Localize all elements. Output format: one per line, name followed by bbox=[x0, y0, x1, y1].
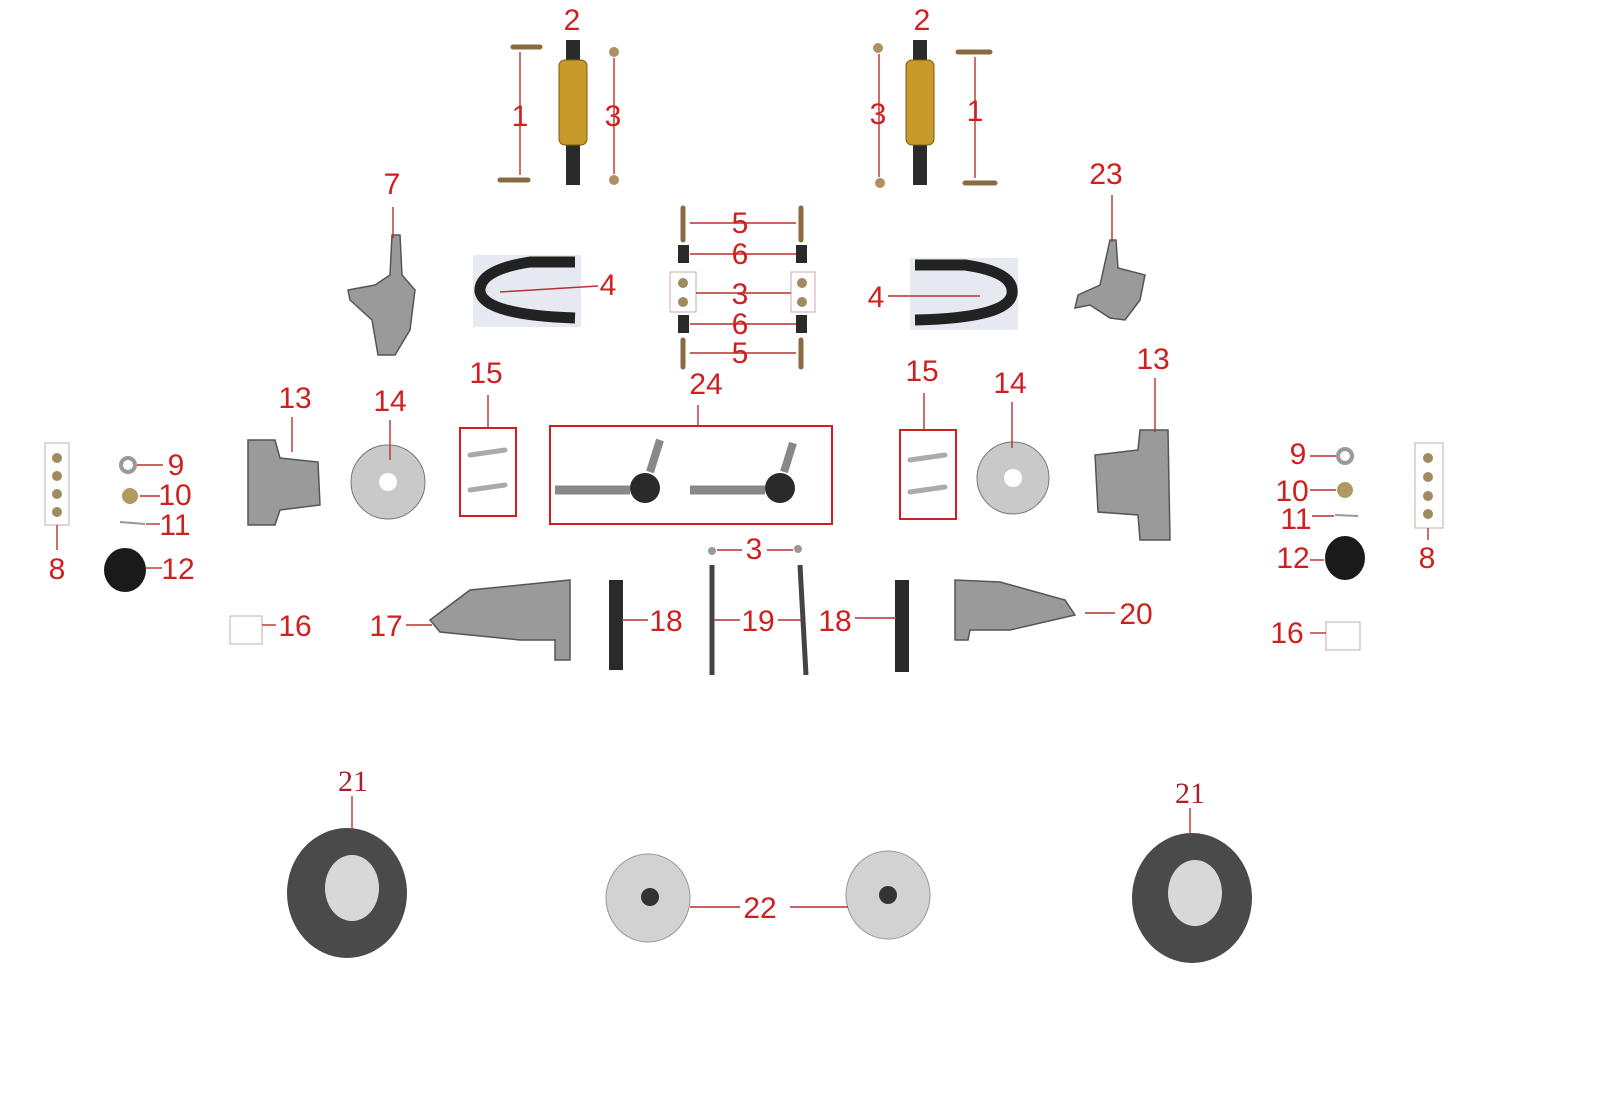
label-18: 18 bbox=[649, 605, 682, 638]
washer-right bbox=[1336, 447, 1354, 465]
label-11: 11 bbox=[159, 509, 190, 542]
label-24: 24 bbox=[689, 368, 722, 401]
label-1: 1 bbox=[512, 100, 529, 133]
label-22: 22 bbox=[743, 892, 776, 925]
label-1: 1 bbox=[967, 95, 984, 128]
screws-box-right bbox=[899, 429, 957, 520]
nuts-3-top bbox=[609, 43, 885, 188]
nut-right bbox=[1337, 482, 1353, 498]
label-3: 3 bbox=[605, 100, 622, 133]
spacer-tube-right bbox=[895, 580, 909, 672]
pins-box-right bbox=[1325, 621, 1361, 651]
label-15: 15 bbox=[905, 355, 938, 388]
dust-cap-left bbox=[104, 548, 146, 592]
steering-knuckle-left bbox=[347, 234, 416, 356]
label-20: 20 bbox=[1119, 598, 1152, 631]
label-15: 15 bbox=[469, 357, 502, 390]
nut-left bbox=[122, 488, 138, 504]
shock-absorber-right bbox=[905, 40, 935, 185]
label-5: 5 bbox=[732, 337, 749, 370]
label-8: 8 bbox=[1419, 542, 1436, 575]
bolts-1 bbox=[497, 44, 998, 186]
label-4: 4 bbox=[868, 281, 885, 314]
callout-labels: 2 2 1 3 3 1 7 23 5 6 3 6 5 4 4 15 24 15 … bbox=[49, 4, 1436, 925]
label-10: 10 bbox=[158, 479, 191, 512]
label-19: 19 bbox=[741, 605, 774, 638]
label-17: 17 bbox=[369, 610, 402, 643]
rim-left bbox=[605, 853, 691, 943]
washer-left bbox=[119, 456, 137, 474]
bushing-kit bbox=[669, 205, 816, 370]
label-14: 14 bbox=[993, 367, 1026, 400]
label-5: 5 bbox=[732, 207, 749, 240]
screws-box-left bbox=[459, 427, 517, 517]
label-10: 10 bbox=[1275, 475, 1308, 508]
label-8: 8 bbox=[49, 553, 66, 586]
steering-knuckle-right bbox=[1074, 239, 1146, 321]
lower-a-arm-left bbox=[428, 579, 571, 661]
spacer-tube-left bbox=[609, 580, 623, 670]
label-9: 9 bbox=[1290, 438, 1307, 471]
label-23: 23 bbox=[1089, 158, 1122, 191]
label-2: 2 bbox=[914, 4, 931, 37]
hub-left bbox=[247, 439, 321, 526]
label-13: 13 bbox=[1136, 343, 1169, 376]
upper-a-arm-left bbox=[474, 256, 576, 324]
lower-a-arm-right bbox=[954, 579, 1077, 641]
label-11: 11 bbox=[1280, 503, 1311, 536]
label-3: 3 bbox=[746, 533, 763, 566]
label-6: 6 bbox=[732, 308, 749, 341]
upper-a-arm-right bbox=[914, 259, 1018, 326]
label-16: 16 bbox=[278, 610, 311, 643]
tie-rod-box bbox=[549, 425, 833, 525]
tire-right bbox=[1132, 833, 1252, 963]
pins-box-left bbox=[229, 615, 263, 645]
label-3: 3 bbox=[870, 98, 887, 131]
label-9: 9 bbox=[168, 449, 185, 482]
label-12: 12 bbox=[1276, 542, 1309, 575]
label-14: 14 bbox=[373, 385, 406, 418]
label-21: 21 bbox=[338, 765, 368, 798]
screws-15 bbox=[467, 447, 948, 495]
label-21: 21 bbox=[1175, 777, 1205, 810]
shock-absorber-left bbox=[558, 40, 588, 185]
rim-right bbox=[845, 850, 931, 940]
dust-cap-right bbox=[1325, 536, 1365, 580]
tie-rod-ends bbox=[555, 438, 797, 503]
hub-right bbox=[1094, 429, 1171, 541]
label-7: 7 bbox=[384, 168, 401, 201]
label-3: 3 bbox=[732, 278, 749, 311]
tire-left bbox=[287, 828, 407, 958]
studs-box-right bbox=[1414, 442, 1444, 529]
label-4: 4 bbox=[600, 269, 617, 302]
label-16: 16 bbox=[1270, 617, 1303, 650]
label-12: 12 bbox=[161, 553, 194, 586]
label-18: 18 bbox=[818, 605, 851, 638]
long-bolt-right bbox=[797, 564, 809, 676]
label-6: 6 bbox=[732, 238, 749, 271]
label-2: 2 bbox=[564, 4, 581, 37]
label-13: 13 bbox=[278, 382, 311, 415]
